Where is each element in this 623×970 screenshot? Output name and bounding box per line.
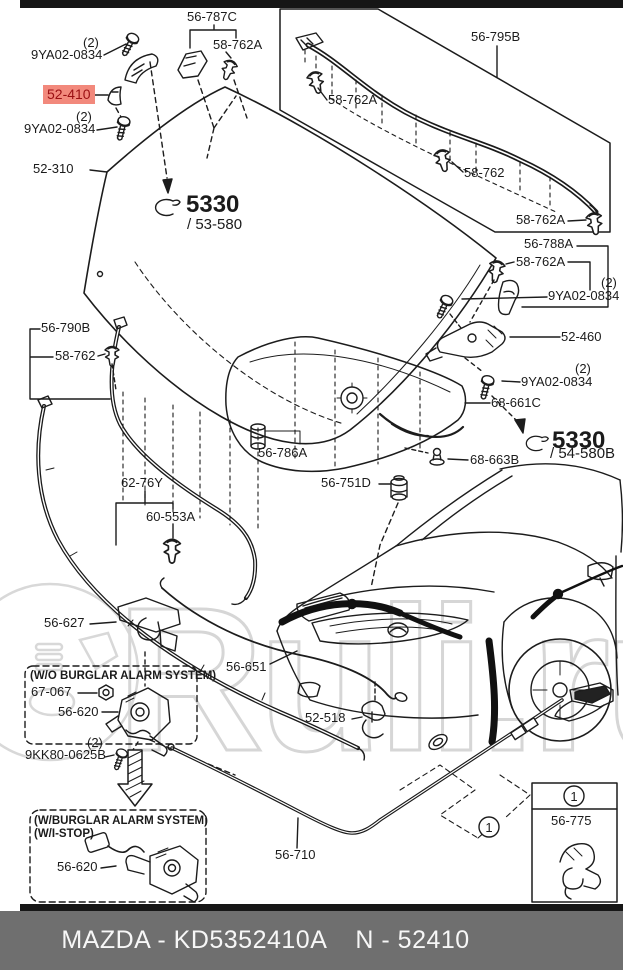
washer-hose (159, 577, 408, 702)
hose-clip (351, 681, 386, 739)
bolt-icon (117, 30, 141, 59)
clip-icon (485, 258, 507, 285)
latch-cluster (24, 597, 236, 903)
fastener-icon (525, 435, 549, 452)
cowl-seal-inset (279, 8, 611, 237)
fastener-icon (154, 198, 181, 217)
w-alarm-box (29, 809, 207, 903)
bolt-icon (110, 746, 129, 772)
release-cable: 1 (167, 682, 614, 849)
hood-hinge-parts (92, 24, 248, 217)
clip-icon (305, 69, 328, 96)
clip-legend-box: 1 (531, 782, 618, 903)
release-handle (554, 682, 614, 722)
circled-1-badge: 1 (478, 816, 500, 838)
hood-insulator (225, 336, 491, 473)
hood-outline (83, 86, 497, 445)
top-border-bar (20, 0, 623, 8)
release-cable-highlight (278, 564, 623, 746)
bottom-border-bar (20, 904, 623, 911)
circled-1-badge: 1 (563, 785, 585, 807)
clip-icon (162, 538, 182, 564)
footer-bar: MAZDA - KD5352410A N - 52410 (0, 911, 623, 970)
bolt-icon (112, 114, 132, 143)
clip-icon (104, 345, 120, 367)
footer-part-id: MAZDA - KD5352410A (61, 926, 328, 954)
wo-alarm-box (24, 665, 198, 745)
footer-part-number: N - 52410 (355, 926, 470, 954)
clip-icon (217, 57, 240, 83)
hood-bumper (250, 423, 301, 450)
cable-clip-icon (559, 843, 602, 900)
svg-text:1: 1 (570, 789, 577, 804)
svg-text:1: 1 (485, 820, 492, 835)
cowl-hinge-parts (425, 245, 609, 466)
hood-stopper (370, 475, 408, 589)
car-illustration (276, 463, 623, 746)
